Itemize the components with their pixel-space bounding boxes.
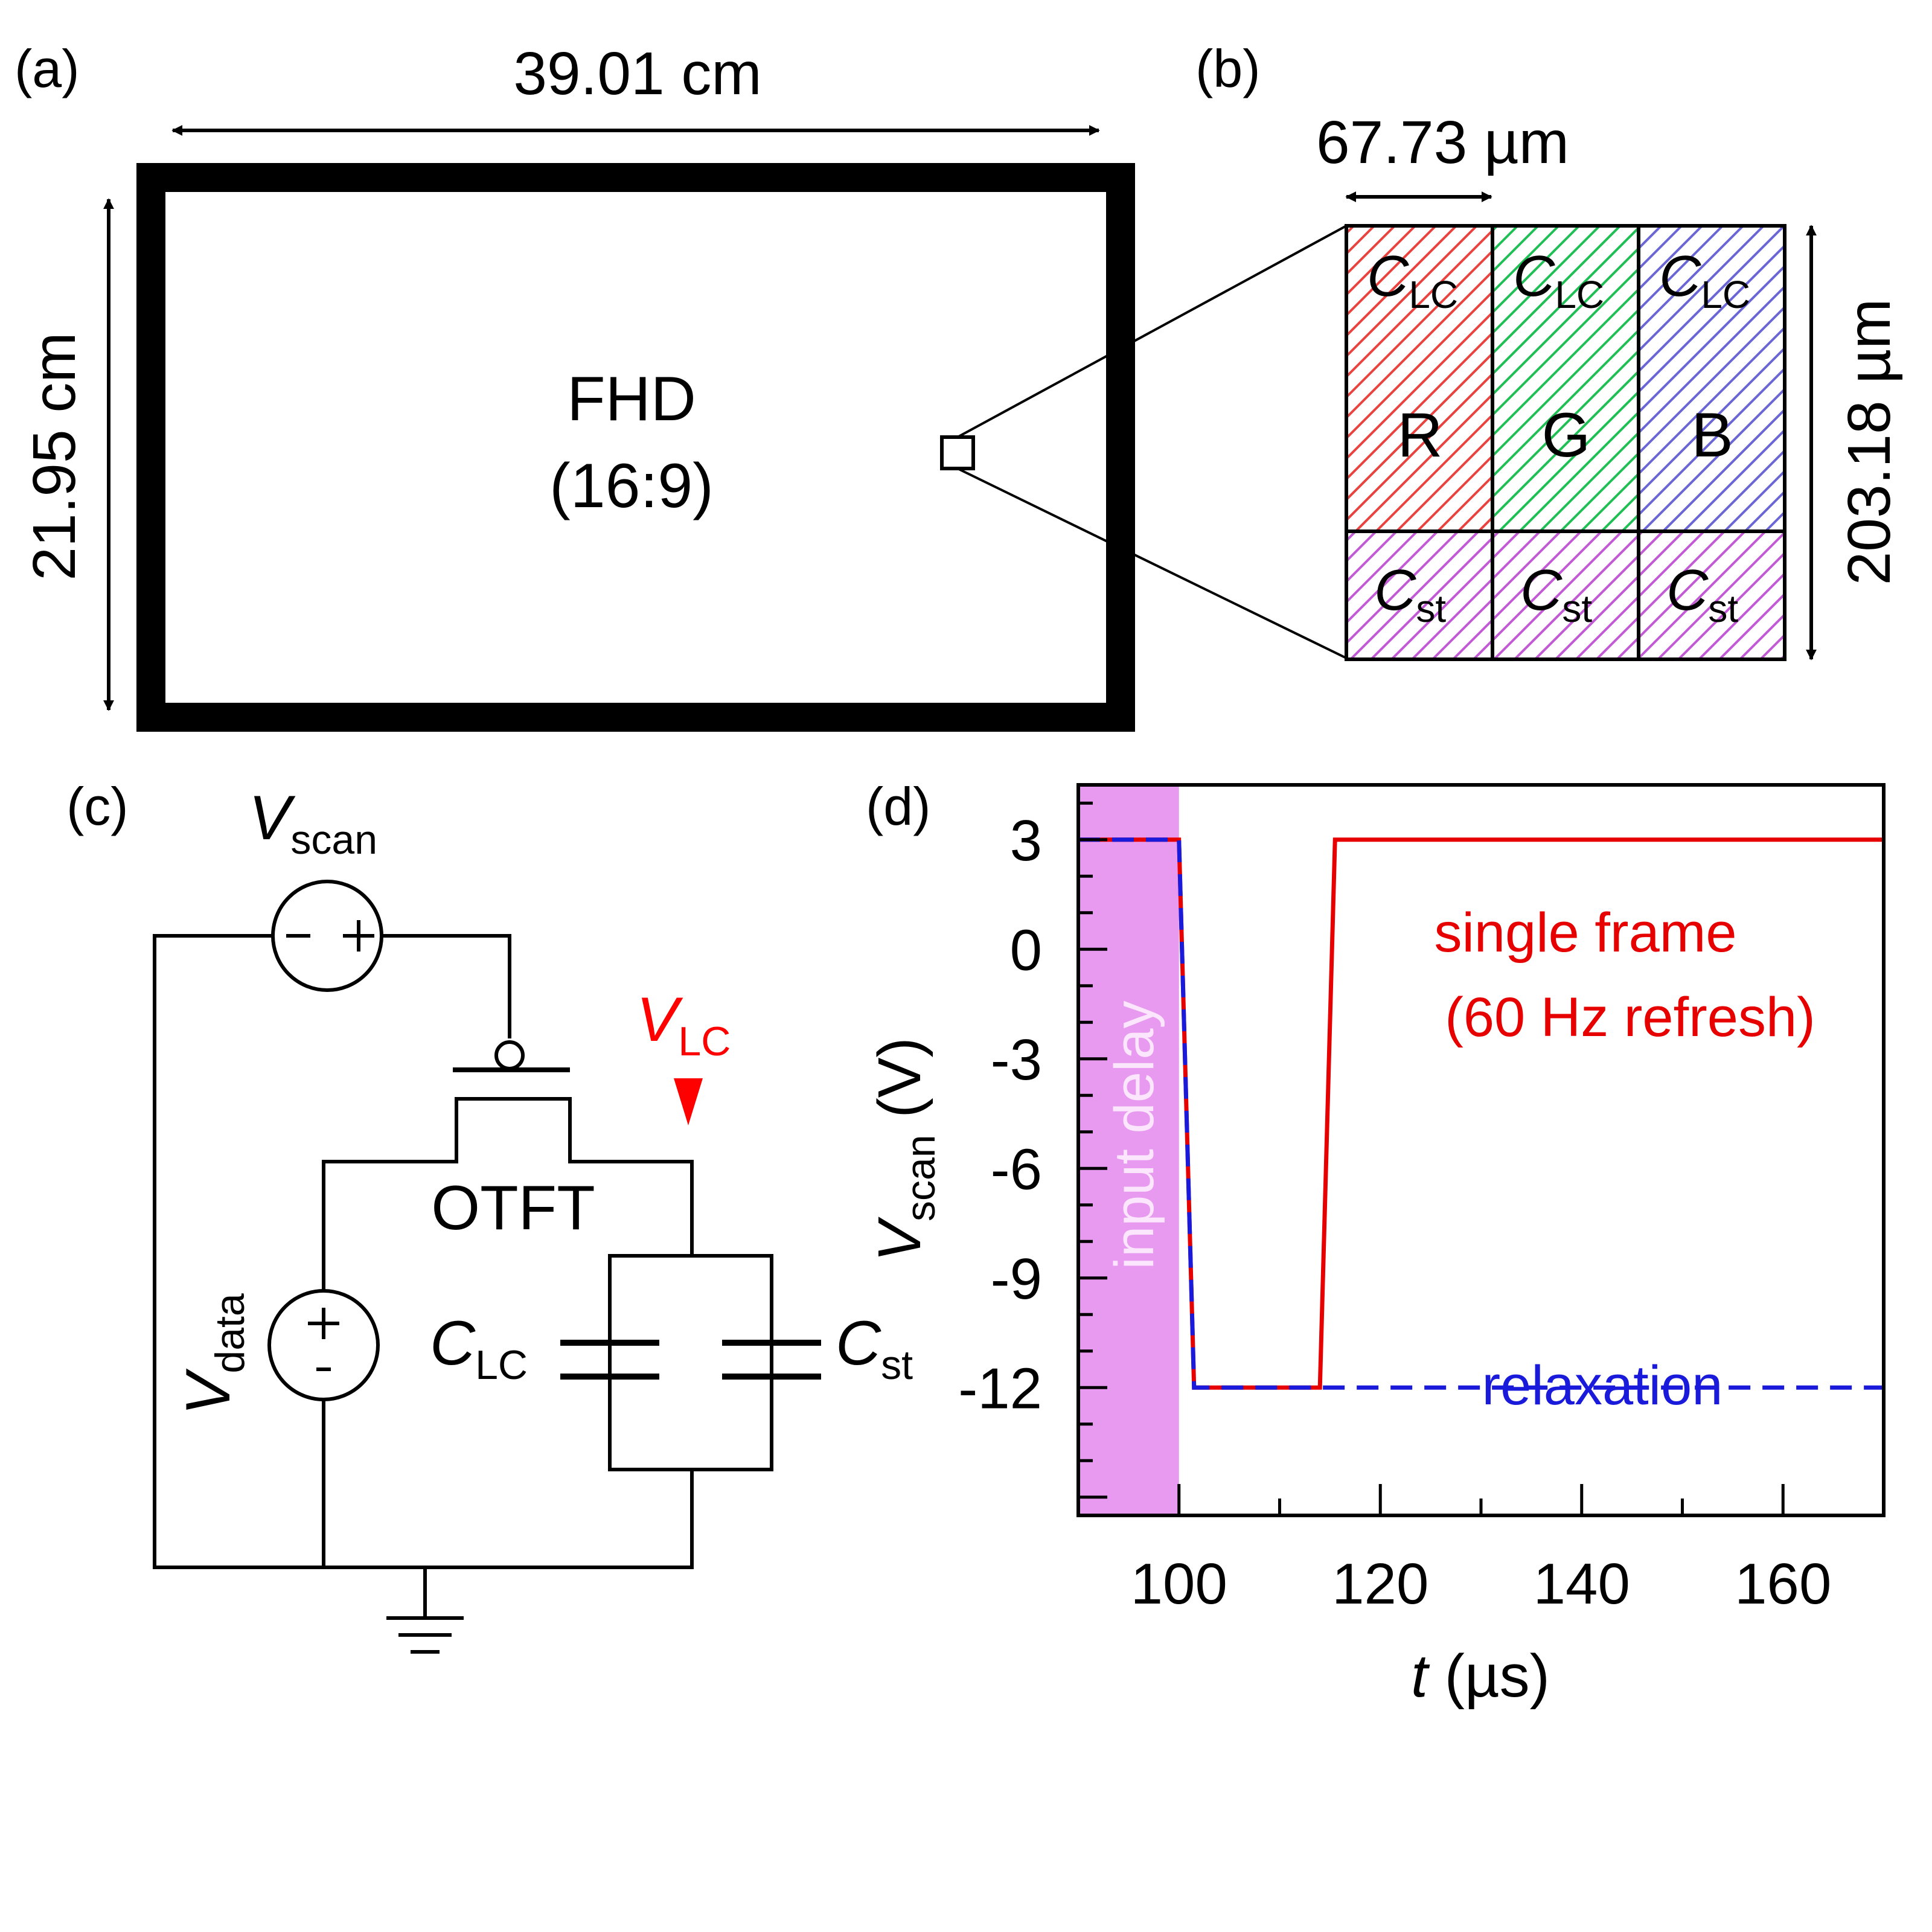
cst-capacitor [722,1340,821,1380]
height-dimension-label: 21.95 cm [21,332,88,580]
zoom-line-bottom [957,467,1347,659]
subpixel-b-label: B [1691,400,1733,470]
pixel-outline [1345,224,1786,661]
subpixel-r-clc [1346,226,1492,531]
pixel-marker [940,435,975,470]
subpixel-b-clc [1639,226,1785,531]
x-axis-label: t (µs) [1411,1642,1550,1710]
axis-ticks: 100 120 140 160 3 0 -3 -6 -9 -12 [958,801,1886,1616]
y-tick-label: -6 [991,1137,1042,1201]
panel-b: (b) 67.73 µm CLC CLC CLC R G B Cst Cst C… [1195,39,1903,661]
display-aspect-label: (16:9) [549,451,714,521]
y-tick-label: 0 [1010,918,1042,982]
clc-label-b: CLC [1659,244,1750,316]
cst-label-g: Cst [1520,558,1592,630]
x-tick-label: 100 [1131,1552,1227,1616]
subpixel-r-label: R [1397,400,1442,470]
panel-c-label: (c) [66,776,129,836]
cst-circuit-label: Cst [836,1308,913,1388]
clc-label-g: CLC [1513,244,1604,316]
zoom-line-top [957,225,1347,438]
panel-a-label: (a) [14,39,80,98]
x-tick-label: 160 [1735,1552,1831,1616]
y-tick-label: -12 [958,1356,1042,1421]
y-axis-label: Vscan (V) [866,1037,944,1261]
display-type-label: FHD [567,364,696,434]
y-tick-label: -9 [991,1247,1042,1311]
x-tick-label: 120 [1332,1552,1428,1616]
refresh-rate-label: (60 Hz refresh) [1445,987,1815,1048]
plot-series [1078,837,1884,1390]
subpixel-r-cst [1346,531,1492,659]
panel-d-label: (d) [866,776,931,836]
input-delay-region [1078,785,1179,1515]
panel-b-label: (b) [1195,39,1261,98]
vdata-label: Vdata [173,1293,253,1415]
vscan-label: Vscan [249,783,377,863]
cst-label-r: Cst [1374,558,1446,630]
subpixel-g-clc [1492,226,1639,531]
y-tick-label: 3 [1010,808,1042,873]
panel-c: (c) Vscan OTFT [66,776,913,1654]
width-dimension-label: 39.01 cm [513,40,761,107]
pixel-height-label: 203.18 µm [1835,299,1903,586]
vlc-label: VLC [636,985,731,1064]
otft-label: OTFT [431,1173,595,1243]
subpixel-g-cst [1492,531,1639,659]
vscan-source [271,880,383,992]
input-delay-label: input delay [1104,1001,1165,1270]
clc-label-r: CLC [1367,244,1458,316]
series-line-2 [1078,837,1884,1390]
subpixel-b-cst [1639,531,1785,659]
y-tick-label: -3 [991,1028,1042,1092]
display-frame [136,163,1135,732]
subpixel-g-label: G [1542,400,1591,470]
vdata-source [267,1289,380,1401]
single-frame-label: single frame [1434,902,1736,964]
x-tick-label: 140 [1534,1552,1630,1616]
input-delay-band [1078,785,1179,1515]
ground-icon [386,1616,464,1654]
clc-capacitor [560,1340,659,1380]
clc-circuit-label: CLC [430,1308,528,1388]
subpixel-width-label: 67.73 µm [1316,109,1569,176]
vlc-node-marker [674,1078,703,1125]
relaxation-label: relaxation [1482,1355,1723,1416]
panel-a: (a) 39.01 cm 21.95 cm FHD (16:9) [14,39,1347,732]
cst-label-b: Cst [1666,558,1738,630]
otft-transistor [453,1040,570,1072]
plot-frame [1076,783,1886,1517]
